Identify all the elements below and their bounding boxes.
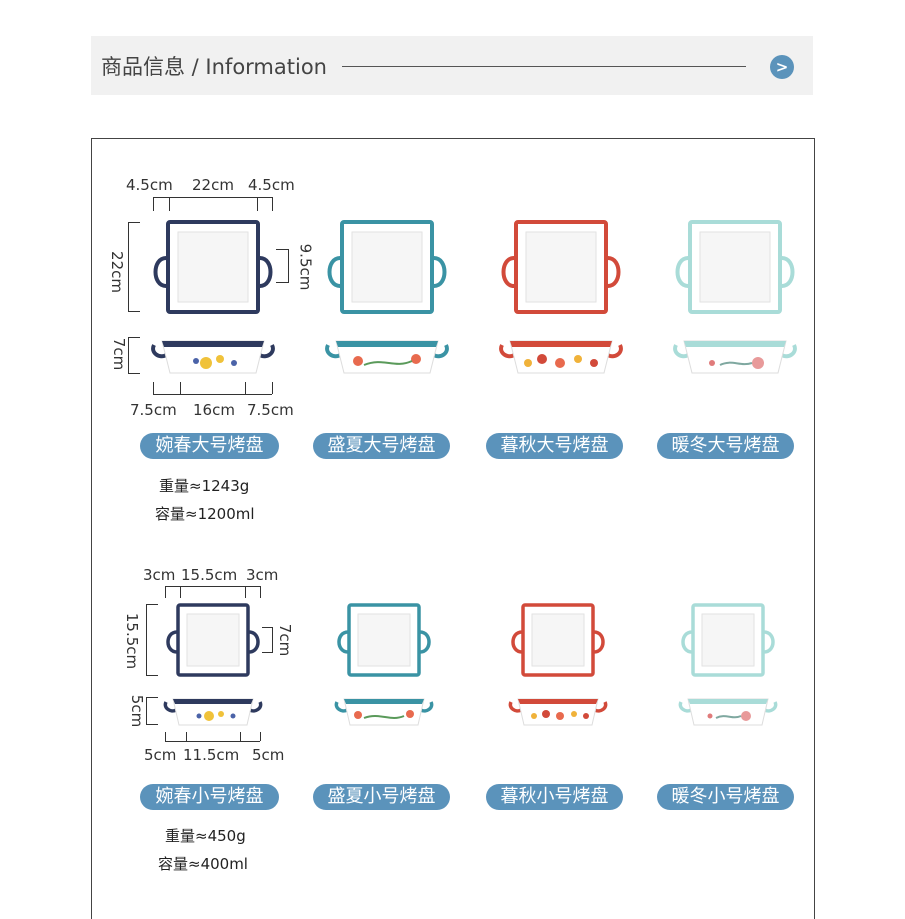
small-dish-side-view: [163, 698, 263, 726]
dim-depth: 7cm: [110, 337, 129, 371]
large-dish-top-view: [675, 220, 795, 314]
dim-top-right: 4.5cm: [248, 176, 295, 194]
large-dish-top-view: [501, 220, 621, 314]
next-arrow-icon[interactable]: >: [770, 55, 794, 79]
dim-bottom-mid: 11.5cm: [183, 746, 240, 764]
section-title: 商品信息 / Information: [101, 55, 327, 79]
large-dish-top-view: [153, 220, 273, 314]
large-weight: 重量≈1243g: [159, 477, 250, 495]
content-frame: [91, 138, 815, 919]
product-label-large-1: 婉春大号烤盘: [140, 433, 279, 459]
small-dish-top-view: [166, 603, 260, 677]
dim-bottom-right: 5cm: [252, 746, 285, 764]
dim-depth: 5cm: [128, 694, 147, 728]
large-dish-side-view: [151, 340, 275, 374]
dim-bottom-left: 7.5cm: [130, 401, 177, 419]
dim-handle: 7cm: [276, 623, 295, 657]
dim-handle: 9.5cm: [296, 243, 315, 291]
large-capacity: 容量≈1200ml: [155, 505, 255, 523]
dim-height: 22cm: [107, 251, 126, 293]
dim-top-mid: 22cm: [192, 176, 234, 194]
small-dish-top-view: [681, 603, 775, 677]
dim-top-left: 4.5cm: [126, 176, 173, 194]
large-dish-side-view: [325, 340, 449, 374]
product-label-small-2: 盛夏小号烤盘: [313, 784, 450, 810]
small-dish-side-view: [508, 698, 608, 726]
large-dish-top-view: [327, 220, 447, 314]
dim-bottom-right: 7.5cm: [247, 401, 294, 419]
large-dish-side-view: [673, 340, 797, 374]
product-label-large-2: 盛夏大号烤盘: [313, 433, 450, 459]
product-label-large-3: 暮秋大号烤盘: [486, 433, 623, 459]
small-weight: 重量≈450g: [165, 827, 246, 845]
small-dish-side-view: [678, 698, 778, 726]
product-label-large-4: 暖冬大号烤盘: [657, 433, 794, 459]
header-divider: [342, 66, 746, 67]
product-label-small-4: 暖冬小号烤盘: [657, 784, 794, 810]
dim-bottom-left: 5cm: [144, 746, 177, 764]
dim-top-right: 3cm: [246, 566, 279, 584]
small-dish-top-view: [511, 603, 605, 677]
dim-top-mid: 15.5cm: [181, 566, 238, 584]
product-label-small-1: 婉春小号烤盘: [140, 784, 279, 810]
small-capacity: 容量≈400ml: [158, 855, 248, 873]
product-label-small-3: 暮秋小号烤盘: [486, 784, 623, 810]
large-dish-side-view: [499, 340, 623, 374]
dim-height: 15.5cm: [123, 612, 142, 670]
small-dish-side-view: [334, 698, 434, 726]
small-dish-top-view: [337, 603, 431, 677]
dim-bottom-mid: 16cm: [193, 401, 235, 419]
info-header: 商品信息 / Information >: [91, 36, 813, 95]
dim-top-left: 3cm: [143, 566, 176, 584]
